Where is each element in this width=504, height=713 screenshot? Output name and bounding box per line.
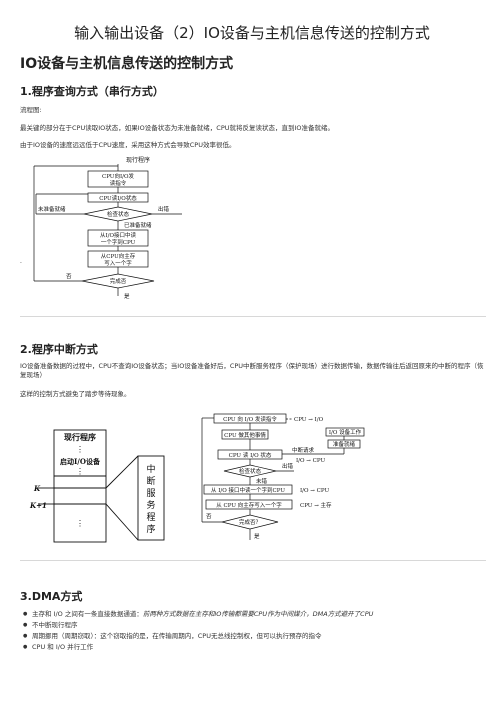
flow-start: 现行程序	[126, 156, 150, 164]
int-box-1: CPU 向 I/O 发读指令	[223, 415, 277, 423]
dma-bullet-2: 不中断现行程序	[23, 620, 488, 630]
section-3-title: 3.DMA方式	[20, 590, 83, 603]
flow-done: 完成否	[110, 277, 127, 285]
int-no: 否	[206, 513, 212, 520]
int-check: 检查状态	[239, 467, 262, 475]
int-arrow-2: I/O → CPU	[296, 458, 325, 464]
left-current-program: 现行程序	[64, 432, 96, 442]
flow-box-2: CPU读I/O状态	[99, 194, 137, 202]
flow-no: 否	[66, 273, 72, 280]
stray-dot: .	[20, 258, 22, 265]
isr-char-3: 服	[146, 488, 155, 499]
flow-box-3-l1: 从I/O接口中读	[100, 231, 137, 239]
int-box-3: CPU 读 I/O 状态	[229, 451, 272, 459]
left-k1: K+1	[29, 501, 47, 510]
interrupt-flowchart: CPU 向 I/O 发读指令 CPU → I/O CPU 做其他事情 I/O 设…	[201, 413, 365, 540]
int-arrow-1: CPU → I/O	[294, 417, 324, 423]
int-irq: 中断请求	[292, 446, 315, 454]
divider-2	[20, 560, 486, 561]
left-dots-2: ⋮	[76, 467, 84, 476]
polling-flowchart: 现行程序 CPU向I/O发 读指令 CPU读I/O状态 检查状态 未准备就绪 出…	[33, 156, 182, 300]
interrupt-program-diagram: 现行程序 ⋮ 启动I/O设备 ⋮ ⋮ K K+1 中 断 服 务 程 序	[29, 429, 165, 543]
int-box-4: 从 I/O 接口中读一个字到CPU	[211, 486, 285, 494]
flow-box-1-l1: CPU向I/O发	[102, 172, 134, 180]
int-box-2: CPU 做其他事情	[224, 431, 266, 439]
int-error: 出错	[282, 462, 294, 470]
left-start-io: 启动I/O设备	[60, 457, 101, 466]
flow-yes: 是	[124, 293, 130, 300]
isr-char-1: 中	[146, 463, 155, 475]
main-heading: IO设备与主机信息传送的控制方式	[20, 56, 234, 72]
int-not-ready: 未错	[256, 477, 268, 485]
left-k: K	[33, 484, 41, 493]
dma-bullet-1: 主存和 I/O 之间有一条直接数据通道：前两种方式数据在主存和IO传输都需要CP…	[23, 609, 488, 619]
int-box-5: 从 CPU 向主存写入一个字	[216, 501, 282, 509]
flow-box-3-l2: 一个字到CPU	[101, 238, 136, 246]
divider-1	[20, 316, 486, 317]
dma-bullet-3: 周期挪用（周期窃取）：这个窃取指的是，在传输周期内，CPU无总线控制权，但可以执…	[23, 631, 488, 641]
dma-bullet-1-em: 前两种方式数据在主存和IO传输都需要CPU作为中间媒介，DMA方式避开了CPU	[142, 610, 374, 618]
isr-char-2: 断	[146, 475, 155, 487]
left-dots-3: ⋮	[76, 519, 84, 528]
int-yes: 是	[254, 533, 260, 540]
section-2-title: 2.程序中断方式	[20, 343, 98, 356]
int-arrow-4: CPU → 主存	[300, 501, 332, 509]
flow-box-4-l1: 从CPU向主存	[101, 252, 136, 260]
section-2-p1: IO设备准备数据的过程中，CPU不查询IO设备状态；当IO设备准备好后，CPU中…	[20, 362, 484, 379]
section-1-p2: 最关键的部分在于CPU读取IO状态，如果IO设备状态为未准备就绪，CPU就将反复…	[20, 124, 335, 132]
section-1-title: 1.程序查询方式（串行方式）	[20, 85, 164, 98]
flow-not-ready: 未准备就绪	[38, 205, 66, 213]
flow-box-4-l2: 写入一个字	[104, 259, 132, 267]
dma-bullet-1-pre: 主存和 I/O 之间有一条直接数据通道：	[32, 610, 143, 618]
int-arrow-3: I/O → CPU	[300, 488, 329, 494]
int-done: 完成否？	[239, 518, 261, 526]
int-ready: 准备就绪	[333, 440, 356, 448]
page-title: 输入输出设备（2）IO设备与主机信息传送的控制方式	[74, 24, 430, 42]
flow-check: 检查状态	[107, 210, 130, 218]
flow-box-1-l2: 读指令	[110, 179, 127, 187]
section-1-p1: 流程图:	[20, 106, 42, 114]
isr-char-4: 务	[146, 499, 155, 511]
flow-ready: 已准备就绪	[124, 221, 152, 229]
section-1-p3: 由于IO设备的速度远远低于CPU速度，采用这种方式会导致CPU效率很低。	[20, 141, 236, 149]
isr-char-5: 程	[146, 512, 155, 523]
int-io-work: I/O 设备工作	[329, 428, 362, 436]
section-2-p2: 这样的控制方式避免了踏步等待现象。	[20, 390, 131, 398]
left-dots-1: ⋮	[76, 445, 84, 454]
dma-bullet-4: CPU 和 I/O 并行工作	[23, 642, 488, 652]
flow-error: 出错	[158, 205, 170, 213]
isr-char-6: 序	[146, 523, 155, 535]
